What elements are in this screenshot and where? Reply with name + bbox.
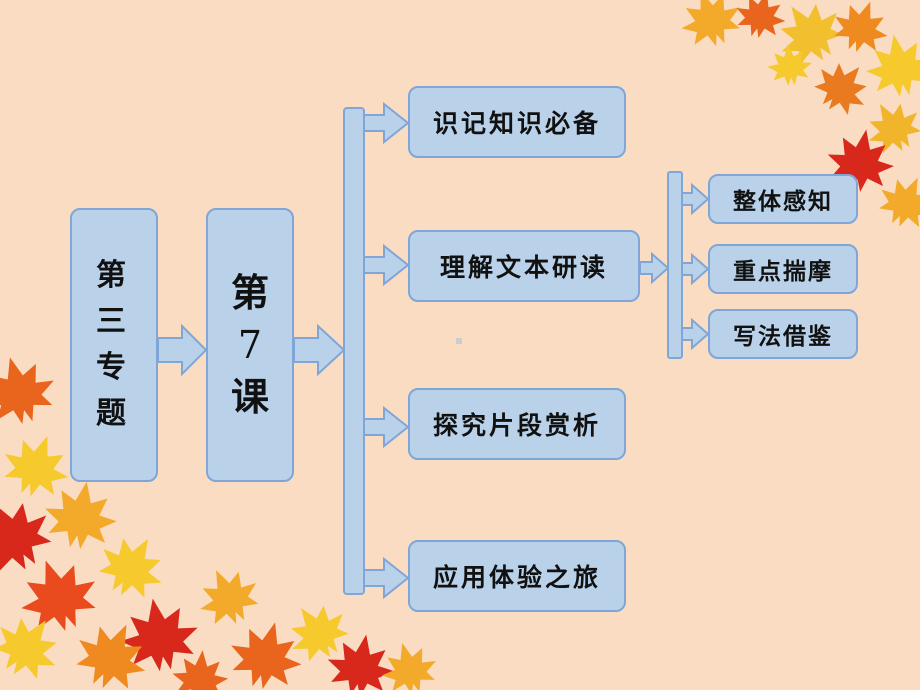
arrow-to-section-2	[363, 243, 410, 287]
subsection-label-3: 写法借鉴	[733, 323, 833, 350]
lesson-char-3: 课	[230, 374, 269, 419]
lesson-number: 7	[237, 323, 263, 367]
subsection-node-1: 整体感知	[708, 174, 858, 224]
arrow-root-to-lesson	[157, 323, 208, 377]
subsection-label-1: 整体感知	[733, 188, 833, 215]
arrow-to-section-3	[363, 405, 410, 449]
arrow-lesson-to-bracket	[293, 323, 346, 377]
root-node: 第 三 专 题	[70, 208, 158, 482]
lesson-node: 第 7 课	[206, 208, 294, 482]
root-char-3: 专	[96, 350, 132, 385]
section-label-3: 探究片段赏析	[432, 411, 601, 440]
lesson-char-1: 第	[230, 270, 269, 315]
section-label-4: 应用体验之旅	[432, 563, 601, 592]
section-node-2: 理解文本研读	[408, 230, 640, 302]
arrow-to-section-1	[363, 101, 410, 145]
root-char-2: 三	[96, 304, 132, 339]
center-dot	[456, 338, 462, 344]
arrow-section2-to-subbracket	[639, 251, 670, 285]
root-char-1: 第	[96, 258, 132, 293]
section-node-3: 探究片段赏析	[408, 388, 626, 460]
subsection-node-3: 写法借鉴	[708, 309, 858, 359]
arrow-to-sub-2	[681, 252, 710, 286]
section-label-2: 理解文本研读	[439, 253, 608, 282]
arrow-to-sub-1	[681, 182, 710, 216]
section-label-1: 识记知识必备	[432, 109, 601, 138]
root-char-4: 题	[96, 396, 132, 431]
subsection-label-2: 重点揣摩	[733, 258, 833, 285]
arrow-to-section-4	[363, 556, 410, 600]
connector-arrows	[157, 101, 710, 600]
sub-bracket	[667, 171, 683, 359]
section-node-4: 应用体验之旅	[408, 540, 626, 612]
main-bracket	[343, 107, 365, 595]
subsection-node-2: 重点揣摩	[708, 244, 858, 294]
arrow-to-sub-3	[681, 317, 710, 351]
section-node-1: 识记知识必备	[408, 86, 626, 158]
